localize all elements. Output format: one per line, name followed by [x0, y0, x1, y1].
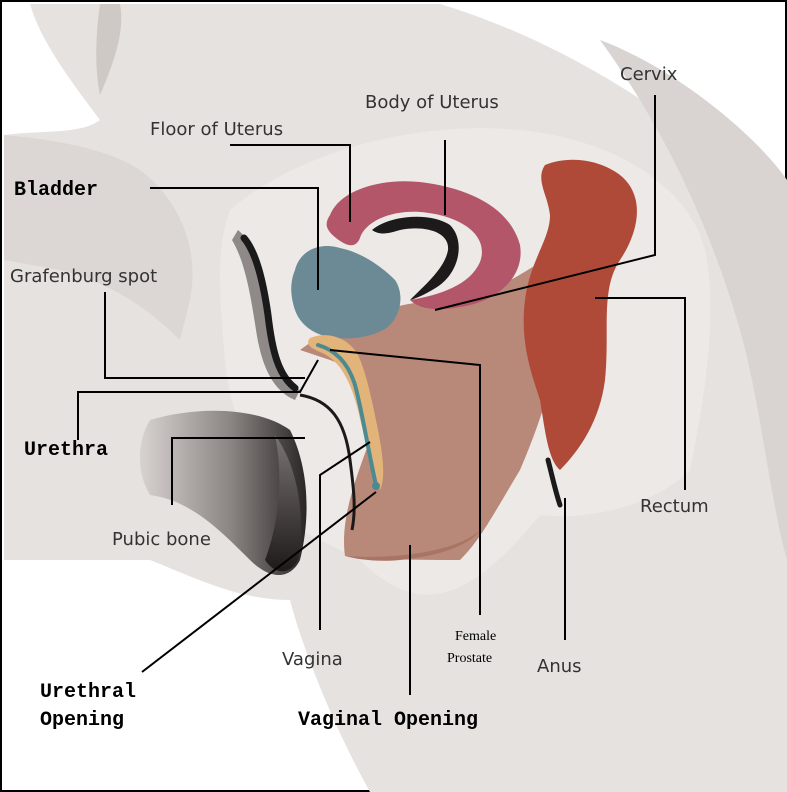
- label-bladder: Bladder: [14, 179, 98, 202]
- label-cervix: Cervix: [620, 64, 678, 85]
- label-rectum: Rectum: [640, 496, 709, 517]
- label-vaginal-opening: Vaginal Opening: [298, 709, 478, 732]
- label-urethral-opening-line2: Opening: [40, 709, 124, 732]
- label-vagina: Vagina: [282, 649, 343, 670]
- label-anus: Anus: [537, 656, 582, 677]
- label-female-prostate-line2: Prostate: [447, 651, 492, 666]
- label-floor-of-uterus: Floor of Uterus: [150, 119, 283, 140]
- urethral-opening-dot: [372, 482, 380, 490]
- label-grafenburg-spot: Grafenburg spot: [10, 266, 157, 287]
- label-pubic-bone: Pubic bone: [112, 529, 211, 550]
- label-body-of-uterus: Body of Uterus: [365, 92, 499, 113]
- label-urethral-opening-line1: Urethral: [40, 681, 136, 704]
- label-female-prostate-line1: Female: [455, 629, 496, 644]
- label-urethra: Urethra: [24, 439, 108, 462]
